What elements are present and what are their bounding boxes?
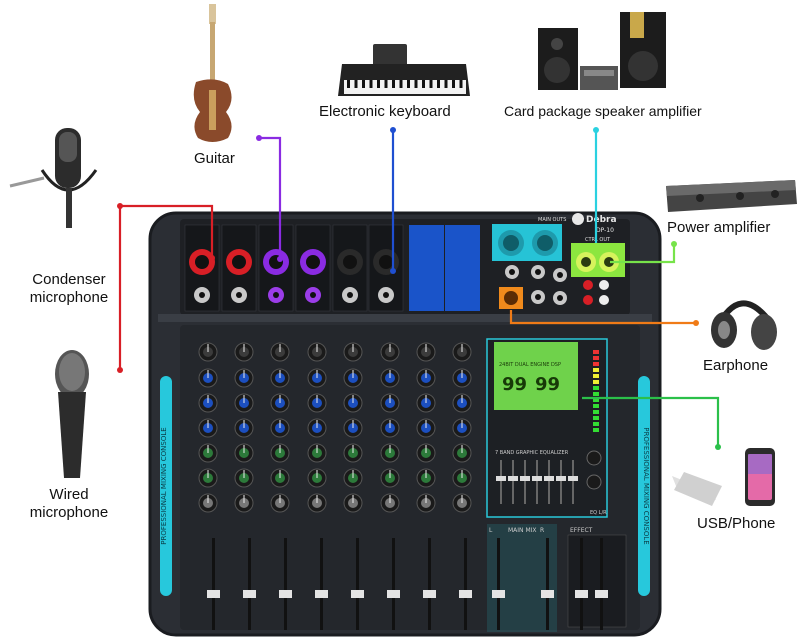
display-left: 99 bbox=[502, 374, 527, 395]
main-mix-label: MAIN MIX bbox=[508, 527, 537, 534]
eq-slider-knob bbox=[520, 476, 530, 481]
eq-slider-knob bbox=[544, 476, 554, 481]
eq-slider-knob bbox=[496, 476, 506, 481]
dsp-label: 24BIT DUAL ENGINE DSP bbox=[499, 362, 561, 368]
eq-slider-knob bbox=[568, 476, 578, 481]
fader-cap bbox=[423, 590, 436, 598]
fader-cap bbox=[279, 590, 292, 598]
effect-label: EFFECT bbox=[570, 527, 593, 534]
fader-r-label: R bbox=[540, 527, 544, 534]
fader-cap bbox=[387, 590, 400, 598]
wired-microphone-image bbox=[55, 350, 89, 478]
fader-cap bbox=[541, 590, 554, 598]
dsp-panel: 24BIT DUAL ENGINE DSP 99 99 7 BAND GRAPH… bbox=[487, 339, 607, 517]
eq-slider-knob bbox=[532, 476, 542, 481]
fader-cap bbox=[575, 590, 588, 598]
fader-cap bbox=[351, 590, 364, 598]
model-name: DP-10 bbox=[596, 227, 614, 234]
side-text-right: PROFESSIONAL MIXING CONSOLE bbox=[642, 427, 650, 544]
guitar-image bbox=[194, 4, 232, 142]
display-right: 99 bbox=[535, 374, 560, 395]
main-outs-label: MAIN OUTS bbox=[538, 217, 566, 223]
fader-cap bbox=[595, 590, 608, 598]
eq-lr-label: EQ L/R bbox=[590, 510, 607, 516]
ctrl-out-label: CTRL OUT bbox=[585, 237, 611, 243]
fader-cap bbox=[207, 590, 220, 598]
fader-cap bbox=[492, 590, 505, 598]
power-amplifier-image bbox=[666, 180, 797, 212]
usb-phone-image bbox=[672, 448, 775, 506]
fader-cap bbox=[243, 590, 256, 598]
brand-name: Debra bbox=[586, 215, 617, 225]
eq-slider-knob bbox=[508, 476, 518, 481]
eq-title: 7 BAND GRAPHIC EQUALIZER bbox=[495, 450, 569, 456]
side-text-left: PROFESSIONAL MIXING CONSOLE bbox=[160, 427, 168, 544]
keyboard-image bbox=[338, 44, 470, 96]
condenser-microphone-image bbox=[10, 128, 96, 228]
earphone-image bbox=[711, 303, 777, 350]
fader-cap bbox=[315, 590, 328, 598]
fader-cap bbox=[459, 590, 472, 598]
eq-slider-knob bbox=[556, 476, 566, 481]
speaker-image bbox=[538, 12, 666, 90]
